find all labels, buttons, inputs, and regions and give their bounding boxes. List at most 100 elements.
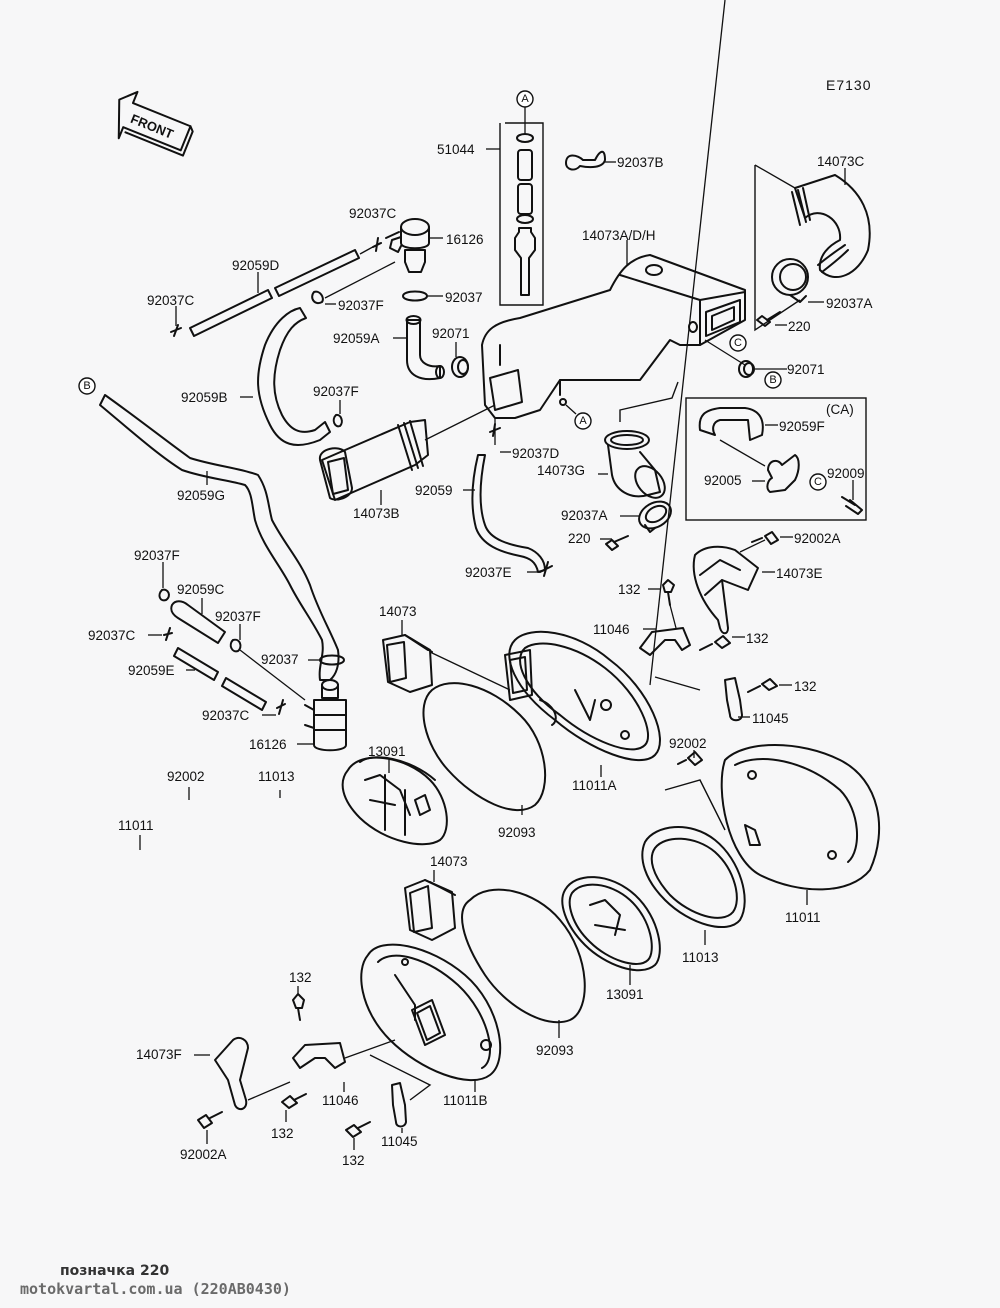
part-92002-bolt-right xyxy=(677,751,703,766)
part-11045-bracket-top xyxy=(724,677,743,722)
part-92037F-clip-low2 xyxy=(229,638,242,653)
part-92059B-hose xyxy=(257,307,331,446)
diagram-code: E7130 xyxy=(826,77,871,93)
callout-92005: 92005 xyxy=(704,473,742,488)
part-220-screw-top xyxy=(756,311,781,327)
callout-51044: 51044 xyxy=(437,142,475,157)
part-92071-grommet-left xyxy=(451,356,469,378)
ref-marker-b-left: B xyxy=(78,377,96,395)
part-11045-bracket-low xyxy=(391,1082,407,1128)
callout-14073F: 14073F xyxy=(136,1047,182,1062)
callout-92037-low: 92037 xyxy=(261,652,299,667)
callout-11046-low: 11046 xyxy=(322,1093,359,1108)
part-92093-gasket-low xyxy=(461,888,586,1024)
callout-11011-left: 11011 xyxy=(118,818,154,833)
callout-92059G: 92059G xyxy=(177,488,225,503)
part-92037E-clip xyxy=(539,561,553,577)
part-11011A-housing xyxy=(504,630,661,762)
callout-92059F: 92059F xyxy=(779,419,825,434)
ref-marker-c-duct: C xyxy=(729,334,747,352)
part-14073-boot-low xyxy=(404,879,456,941)
part-92002A-bolt-top xyxy=(751,531,779,545)
part-14073C-elbow xyxy=(754,164,871,332)
callout-92059A: 92059A xyxy=(333,331,380,346)
part-92037B-clip xyxy=(565,150,606,171)
callout-220-top: 220 xyxy=(788,319,811,334)
part-14073G-elbow xyxy=(604,430,666,499)
part-92037C-clip-b xyxy=(372,237,382,252)
part-92059E-hose xyxy=(173,647,267,711)
callout-92037F-mid: 92037F xyxy=(313,384,359,399)
part-92071-grommet-right xyxy=(738,360,755,378)
callout-132-d: 132 xyxy=(289,970,312,985)
part-92002A-bolt-low xyxy=(197,1111,223,1129)
part-11013-ring-right xyxy=(641,826,746,929)
callout-16126-top: 16126 xyxy=(446,232,484,247)
front-arrow-icon: FRONT xyxy=(117,90,194,157)
part-92093-gasket-top xyxy=(422,682,547,811)
callout-11011-right: 11011 xyxy=(785,910,821,925)
callout-92037D: 92037D xyxy=(512,446,560,461)
part-13091-filter-top xyxy=(341,756,448,846)
part-14073E-bracket xyxy=(692,531,779,635)
callout-11045-low: 11045 xyxy=(381,1134,418,1149)
callout-92093-low: 92093 xyxy=(536,1043,574,1058)
part-132-bolt-b xyxy=(699,635,731,651)
svg-text:B: B xyxy=(83,380,90,392)
part-92037F-clip-top xyxy=(311,290,324,304)
callout-92059B: 92059B xyxy=(181,390,228,405)
part-92037-clip-top xyxy=(402,290,428,302)
callout-14073-low: 14073 xyxy=(430,854,468,869)
callout-92002A-low: 92002A xyxy=(180,1147,227,1162)
part-14073B-boot xyxy=(318,404,496,501)
svg-text:C: C xyxy=(814,476,822,488)
svg-text:B: B xyxy=(769,374,776,386)
callout-14073C: 14073C xyxy=(817,154,865,169)
part-132-bolt-e xyxy=(281,1093,307,1109)
part-92005-bracket xyxy=(766,454,800,493)
callout-92037A-top: 92037A xyxy=(826,296,873,311)
part-11046-bracket-top xyxy=(639,579,691,656)
part-92059D-hose xyxy=(189,242,381,337)
callout-220-mid: 220 xyxy=(568,531,591,546)
callout-92037F-low1: 92037F xyxy=(134,548,180,563)
callout-92037E: 92037E xyxy=(465,565,512,580)
part-220-screw-mid xyxy=(605,535,629,551)
part-92037C-clip-low1 xyxy=(163,627,173,641)
part-92059C-hose xyxy=(170,600,226,644)
part-132-bolt-d xyxy=(292,993,305,1021)
callout-92037F-low2: 92037F xyxy=(215,609,261,624)
svg-text:A: A xyxy=(521,93,529,105)
part-92037-clip-low xyxy=(319,654,345,666)
callout-92071-left: 92071 xyxy=(432,326,470,341)
part-14073-boot-top xyxy=(382,634,511,693)
callout-92037C-left: 92037C xyxy=(147,293,195,308)
part-11011-cover-right xyxy=(720,744,881,891)
part-92037F-clip-low1 xyxy=(158,588,170,602)
callout-92071-right: 92071 xyxy=(787,362,825,377)
callout-92002A-top: 92002A xyxy=(794,531,841,546)
callout-92059E: 92059E xyxy=(128,663,175,678)
part-92059G-hose xyxy=(99,394,340,681)
callout-132-b: 132 xyxy=(746,631,769,646)
callout-11013-left: 11013 xyxy=(258,769,295,784)
part-92037A-clamp-top xyxy=(771,258,809,303)
callout-92037-top: 92037 xyxy=(445,290,483,305)
callout-14073B: 14073B xyxy=(353,506,400,521)
callout-14073A-D-H: 14073A/D/H xyxy=(582,228,656,243)
ref-marker-b-right: B xyxy=(764,371,782,389)
part-11046-bracket-low xyxy=(292,1042,346,1069)
callout-132-f: 132 xyxy=(342,1153,365,1168)
part-16126-valve-low xyxy=(304,679,347,752)
callout-92037C-top: 92037C xyxy=(349,206,397,221)
callout-14073-top: 14073 xyxy=(379,604,417,619)
part-132-bolt-c xyxy=(747,678,778,693)
callout-92059D: 92059D xyxy=(232,258,280,273)
callout-11046-top: 11046 xyxy=(593,622,630,637)
callout-132-e: 132 xyxy=(271,1126,294,1141)
callout-92059: 92059 xyxy=(415,483,453,498)
part-92037F-clip-mid xyxy=(332,413,343,428)
callout-92037B: 92037B xyxy=(617,155,664,170)
svg-text:C: C xyxy=(734,337,742,349)
